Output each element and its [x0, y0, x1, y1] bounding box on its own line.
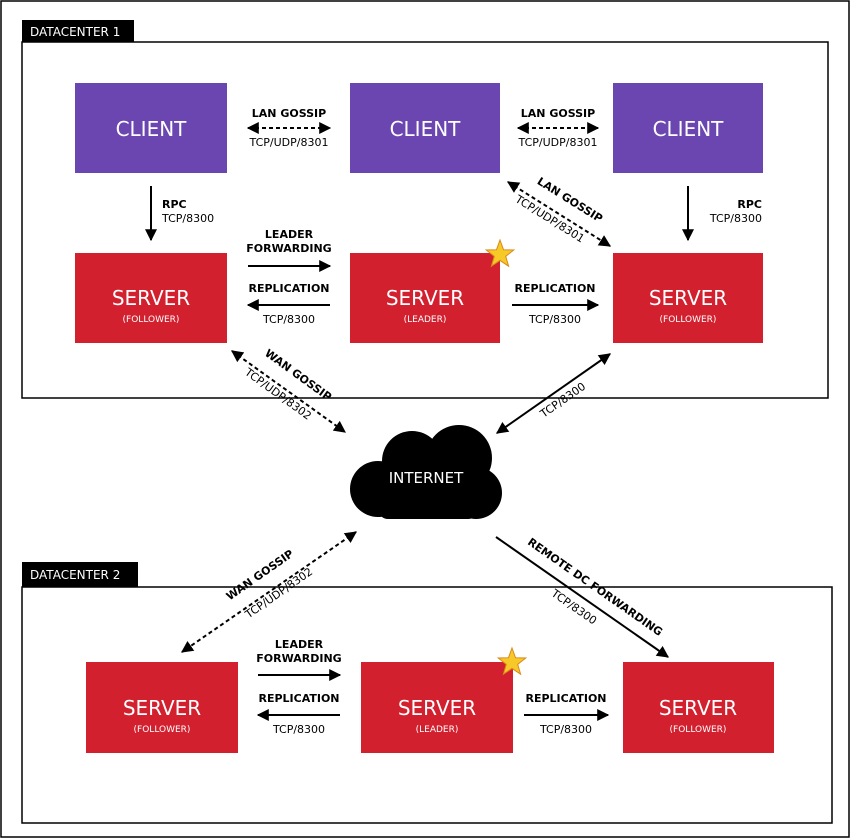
client-box-1: [75, 83, 227, 173]
datacenter-2-label: DATACENTER 2: [30, 568, 120, 582]
internet-server-arrow-dc1: [496, 353, 611, 434]
replication-left-dc1-title: REPLICATION: [248, 282, 329, 295]
server-title-dc2-2: SERVER: [398, 696, 476, 720]
server-role-dc2-3: (FOLLOWER): [670, 725, 727, 735]
replication-left-dc1-port: TCP/8300: [262, 313, 315, 326]
server-role-dc1-2: (LEADER): [404, 315, 447, 325]
leader-forwarding-dc1-line2: FORWARDING: [246, 242, 331, 255]
client-label-3: CLIENT: [653, 117, 725, 141]
replication-right-dc1-title: REPLICATION: [514, 282, 595, 295]
server-box-dc1-3: [613, 253, 763, 343]
datacenter-1-label: DATACENTER 1: [30, 25, 120, 39]
wan-gossip-arrow-dc2: [181, 531, 357, 653]
datacenter-1-tab: [22, 20, 134, 42]
datacenter-2-tab: [22, 562, 138, 587]
cloud-icon: [350, 425, 502, 519]
client-box-2: [350, 83, 500, 173]
server-box-dc2-3: [623, 662, 774, 753]
server-box-dc1-1: [75, 253, 227, 343]
leader-forwarding-dc1-line1: LEADER: [265, 228, 314, 241]
wan-gossip-arrow-dc1: [231, 350, 346, 433]
leader-forwarding-dc2-line1: LEADER: [275, 638, 324, 651]
rpc-left-title: RPC: [162, 198, 187, 211]
lan-gossip-left-port: TCP/UDP/8301: [249, 136, 329, 149]
server-role-dc2-2: (LEADER): [416, 725, 459, 735]
server-title-dc1-2: SERVER: [386, 286, 464, 310]
server-role-dc1-3: (FOLLOWER): [660, 315, 717, 325]
leader-star-icon: [484, 238, 516, 268]
replication-right-dc2-port: TCP/8300: [539, 723, 592, 736]
lan-gossip-right-title: LAN GOSSIP: [521, 107, 595, 120]
server-role-dc1-1: (FOLLOWER): [123, 315, 180, 325]
server-box-dc2-1: [86, 662, 238, 753]
server-title-dc2-3: SERVER: [659, 696, 737, 720]
server-title-dc2-1: SERVER: [123, 696, 201, 720]
leader-forwarding-dc2-line2: FORWARDING: [256, 652, 341, 665]
server-box-dc2-2: [361, 662, 513, 753]
client-label-2: CLIENT: [390, 117, 462, 141]
internet-label: INTERNET: [389, 469, 464, 487]
rpc-right-port: TCP/8300: [709, 212, 762, 225]
lan-gossip-arrow-diagonal: [506, 181, 612, 247]
lan-gossip-left-title: LAN GOSSIP: [252, 107, 326, 120]
datacenter-2-frame: [21, 586, 833, 824]
server-title-dc1-1: SERVER: [112, 286, 190, 310]
rpc-right-title: RPC: [737, 198, 762, 211]
replication-right-dc2-title: REPLICATION: [525, 692, 606, 705]
replication-left-dc2-port: TCP/8300: [272, 723, 325, 736]
client-label-1: CLIENT: [116, 117, 188, 141]
server-box-dc1-2: [350, 253, 500, 343]
server-role-dc2-1: (FOLLOWER): [134, 725, 191, 735]
remote-dc-forwarding-arrow: [495, 536, 669, 658]
datacenter-1-frame: [21, 41, 829, 399]
replication-right-dc1-port: TCP/8300: [528, 313, 581, 326]
lan-gossip-right-port: TCP/UDP/8301: [518, 136, 598, 149]
leader-star-icon: [496, 646, 528, 676]
rpc-left-port: TCP/8300: [161, 212, 214, 225]
replication-left-dc2-title: REPLICATION: [258, 692, 339, 705]
server-title-dc1-3: SERVER: [649, 286, 727, 310]
client-box-3: [613, 83, 763, 173]
